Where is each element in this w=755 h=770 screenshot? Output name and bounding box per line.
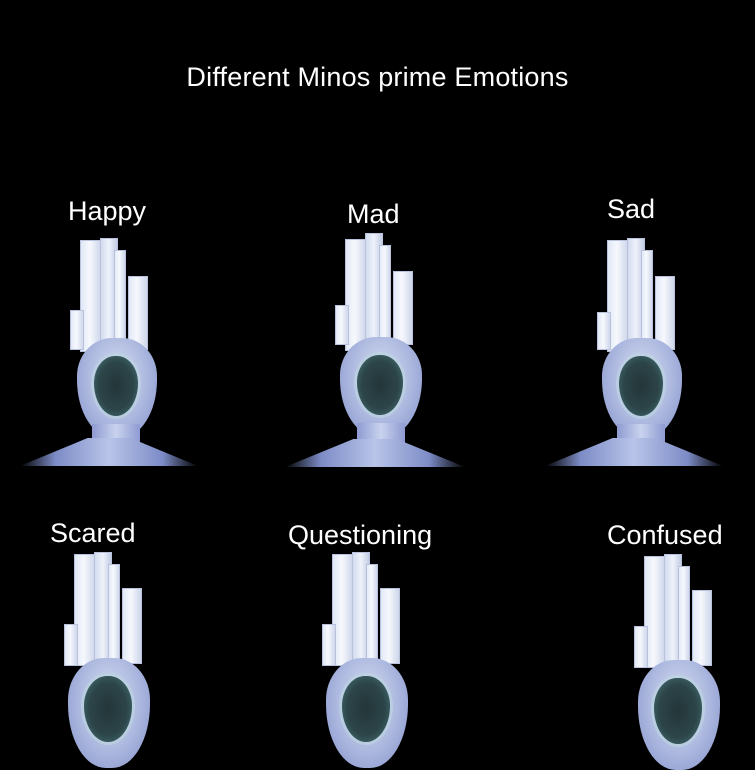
minos-head-figure [285, 225, 465, 470]
emotion-label: Scared [50, 518, 136, 548]
minos-head-figure [300, 550, 480, 768]
emotion-label: Sad [607, 194, 656, 224]
emotion-label: Confused [607, 520, 723, 550]
page-title: Different Minos prime Emotions [186, 62, 569, 92]
minos-head-figure [620, 550, 755, 770]
emotion-label: Mad [347, 199, 400, 229]
emotion-label: Happy [68, 196, 147, 226]
minos-head-figure [30, 550, 210, 768]
minos-head-figure [545, 228, 725, 468]
minos-head-figure [20, 228, 200, 468]
emotion-label: Questioning [288, 520, 433, 550]
